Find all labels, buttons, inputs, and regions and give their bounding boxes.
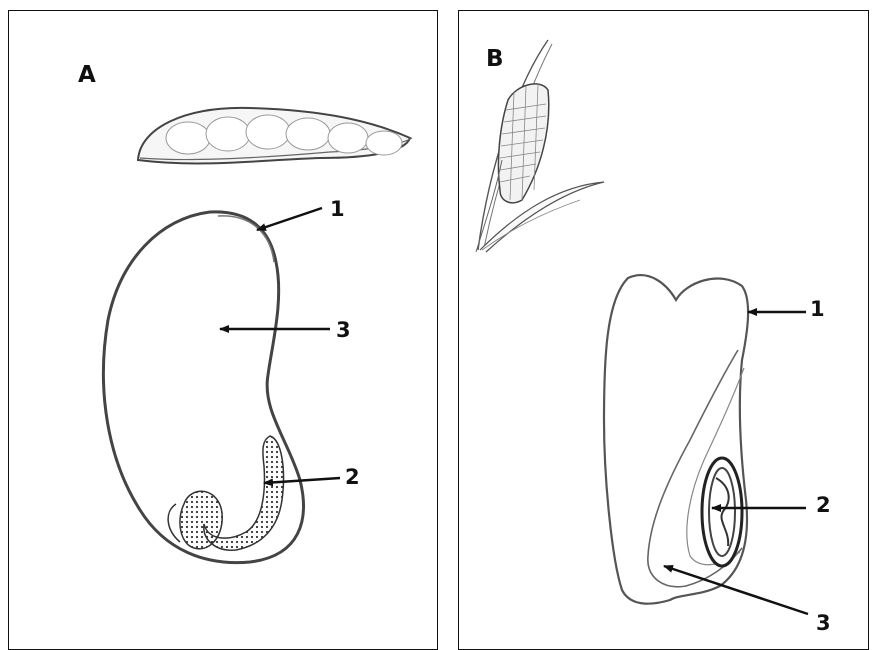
label-a-1: 1 bbox=[330, 197, 345, 221]
panel-a-letter: A bbox=[78, 62, 96, 88]
arrow-a-1 bbox=[257, 208, 322, 230]
label-a-2: 2 bbox=[345, 465, 360, 489]
panel-b-letter: B bbox=[486, 46, 504, 72]
maize-embryo bbox=[702, 458, 742, 566]
diagram-canvas: A 1 3 2 B bbox=[0, 0, 877, 636]
label-b-2: 2 bbox=[816, 493, 831, 517]
label-b-3: 3 bbox=[816, 611, 831, 635]
label-a-3: 3 bbox=[336, 318, 351, 342]
label-b-1: 1 bbox=[810, 297, 825, 321]
bean-pod-illustration bbox=[138, 108, 412, 164]
